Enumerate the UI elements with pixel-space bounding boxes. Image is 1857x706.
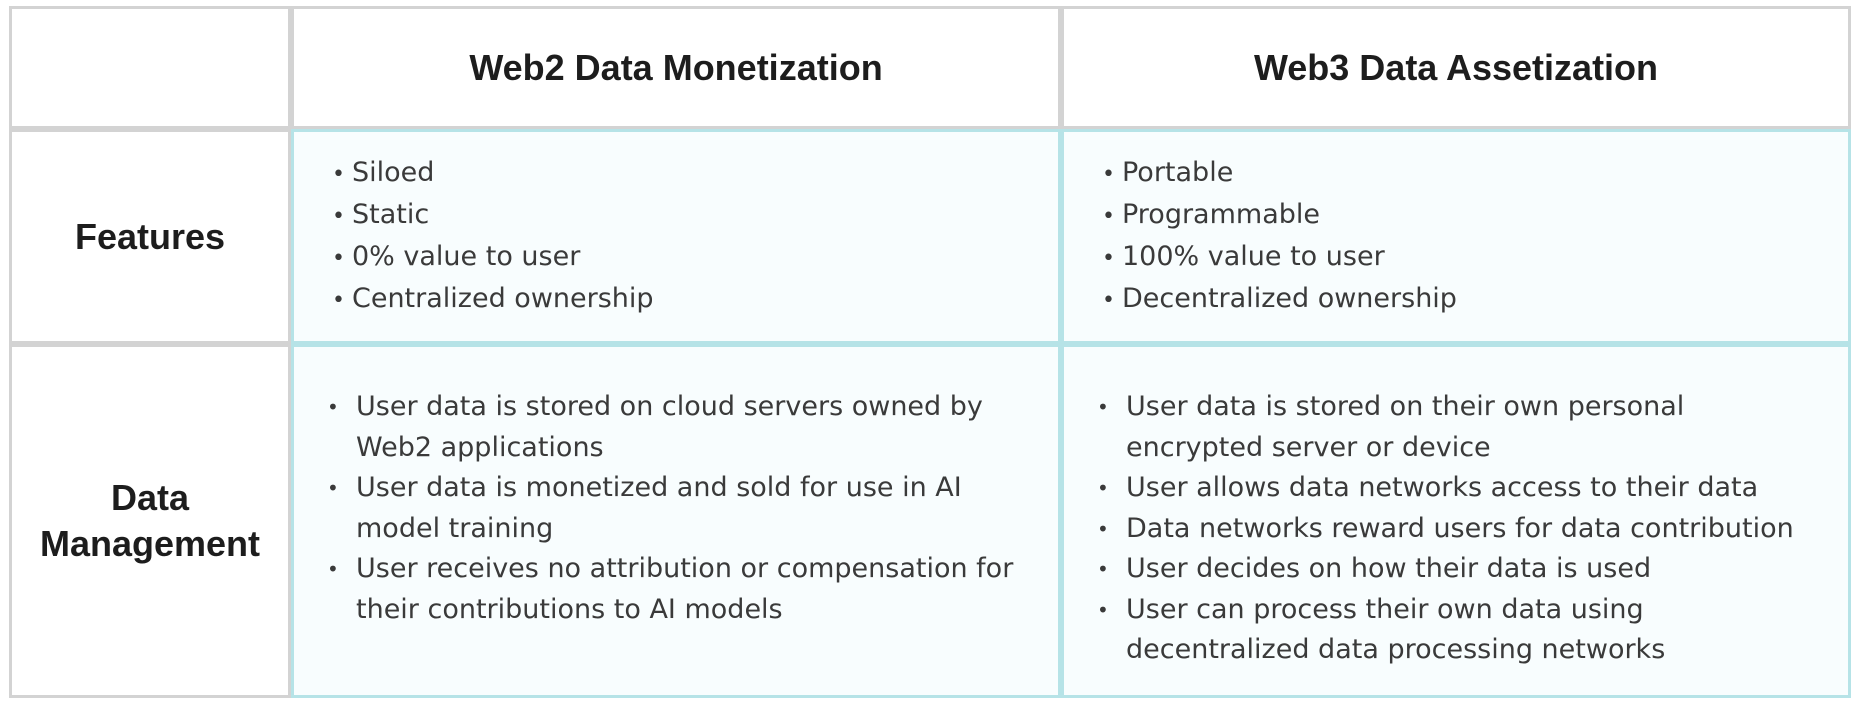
header-corner-cell <box>9 6 291 129</box>
data-management-web2-list: User data is stored on cloud servers own… <box>294 387 1016 630</box>
list-item: User decides on how their data is used <box>1097 549 1826 590</box>
list-item: User allows data networks access to thei… <box>1097 468 1826 509</box>
features-web2-cell: Siloed Static 0% value to user Centraliz… <box>291 129 1061 344</box>
list-item: Data networks reward users for data cont… <box>1097 509 1826 550</box>
list-item: 0% value to user <box>332 237 654 279</box>
header-web2: Web2 Data Monetization <box>291 6 1061 129</box>
list-item: User receives no attribution or compensa… <box>327 549 1016 630</box>
data-management-web2-cell: User data is stored on cloud servers own… <box>291 344 1061 698</box>
data-management-web3-list: User data is stored on their own persona… <box>1064 387 1826 671</box>
features-web2-list: Siloed Static 0% value to user Centraliz… <box>294 153 654 321</box>
list-item: Siloed <box>332 153 654 195</box>
list-item: Centralized ownership <box>332 279 654 321</box>
data-management-web3-cell: User data is stored on their own persona… <box>1061 344 1851 698</box>
row-label-line-1: Data <box>110 477 189 518</box>
header-web3-label: Web3 Data Assetization <box>1253 46 1659 88</box>
list-item: User can process their own data using de… <box>1097 590 1726 671</box>
comparison-table: Web2 Data Monetization Web3 Data Assetiz… <box>9 6 1851 698</box>
features-web3-cell: Portable Programmable 100% value to user… <box>1061 129 1851 344</box>
list-item: User data is monetized and sold for use … <box>327 468 1016 549</box>
list-item: Decentralized ownership <box>1102 279 1457 321</box>
row-label-data-management-text: Data Management <box>40 475 260 567</box>
list-item: 100% value to user <box>1102 237 1457 279</box>
row-label-features: Features <box>9 129 291 344</box>
header-web2-label: Web2 Data Monetization <box>469 46 883 88</box>
row-label-line-2: Management <box>39 523 261 564</box>
list-item: Portable <box>1102 153 1457 195</box>
list-item: Static <box>332 195 654 237</box>
features-web3-list: Portable Programmable 100% value to user… <box>1064 153 1457 321</box>
row-label-features-text: Features <box>74 215 226 257</box>
row-label-data-management: Data Management <box>9 344 291 698</box>
list-item: User data is stored on their own persona… <box>1097 387 1726 468</box>
list-item: Programmable <box>1102 195 1457 237</box>
list-item: User data is stored on cloud servers own… <box>327 387 1016 468</box>
header-web3: Web3 Data Assetization <box>1061 6 1851 129</box>
